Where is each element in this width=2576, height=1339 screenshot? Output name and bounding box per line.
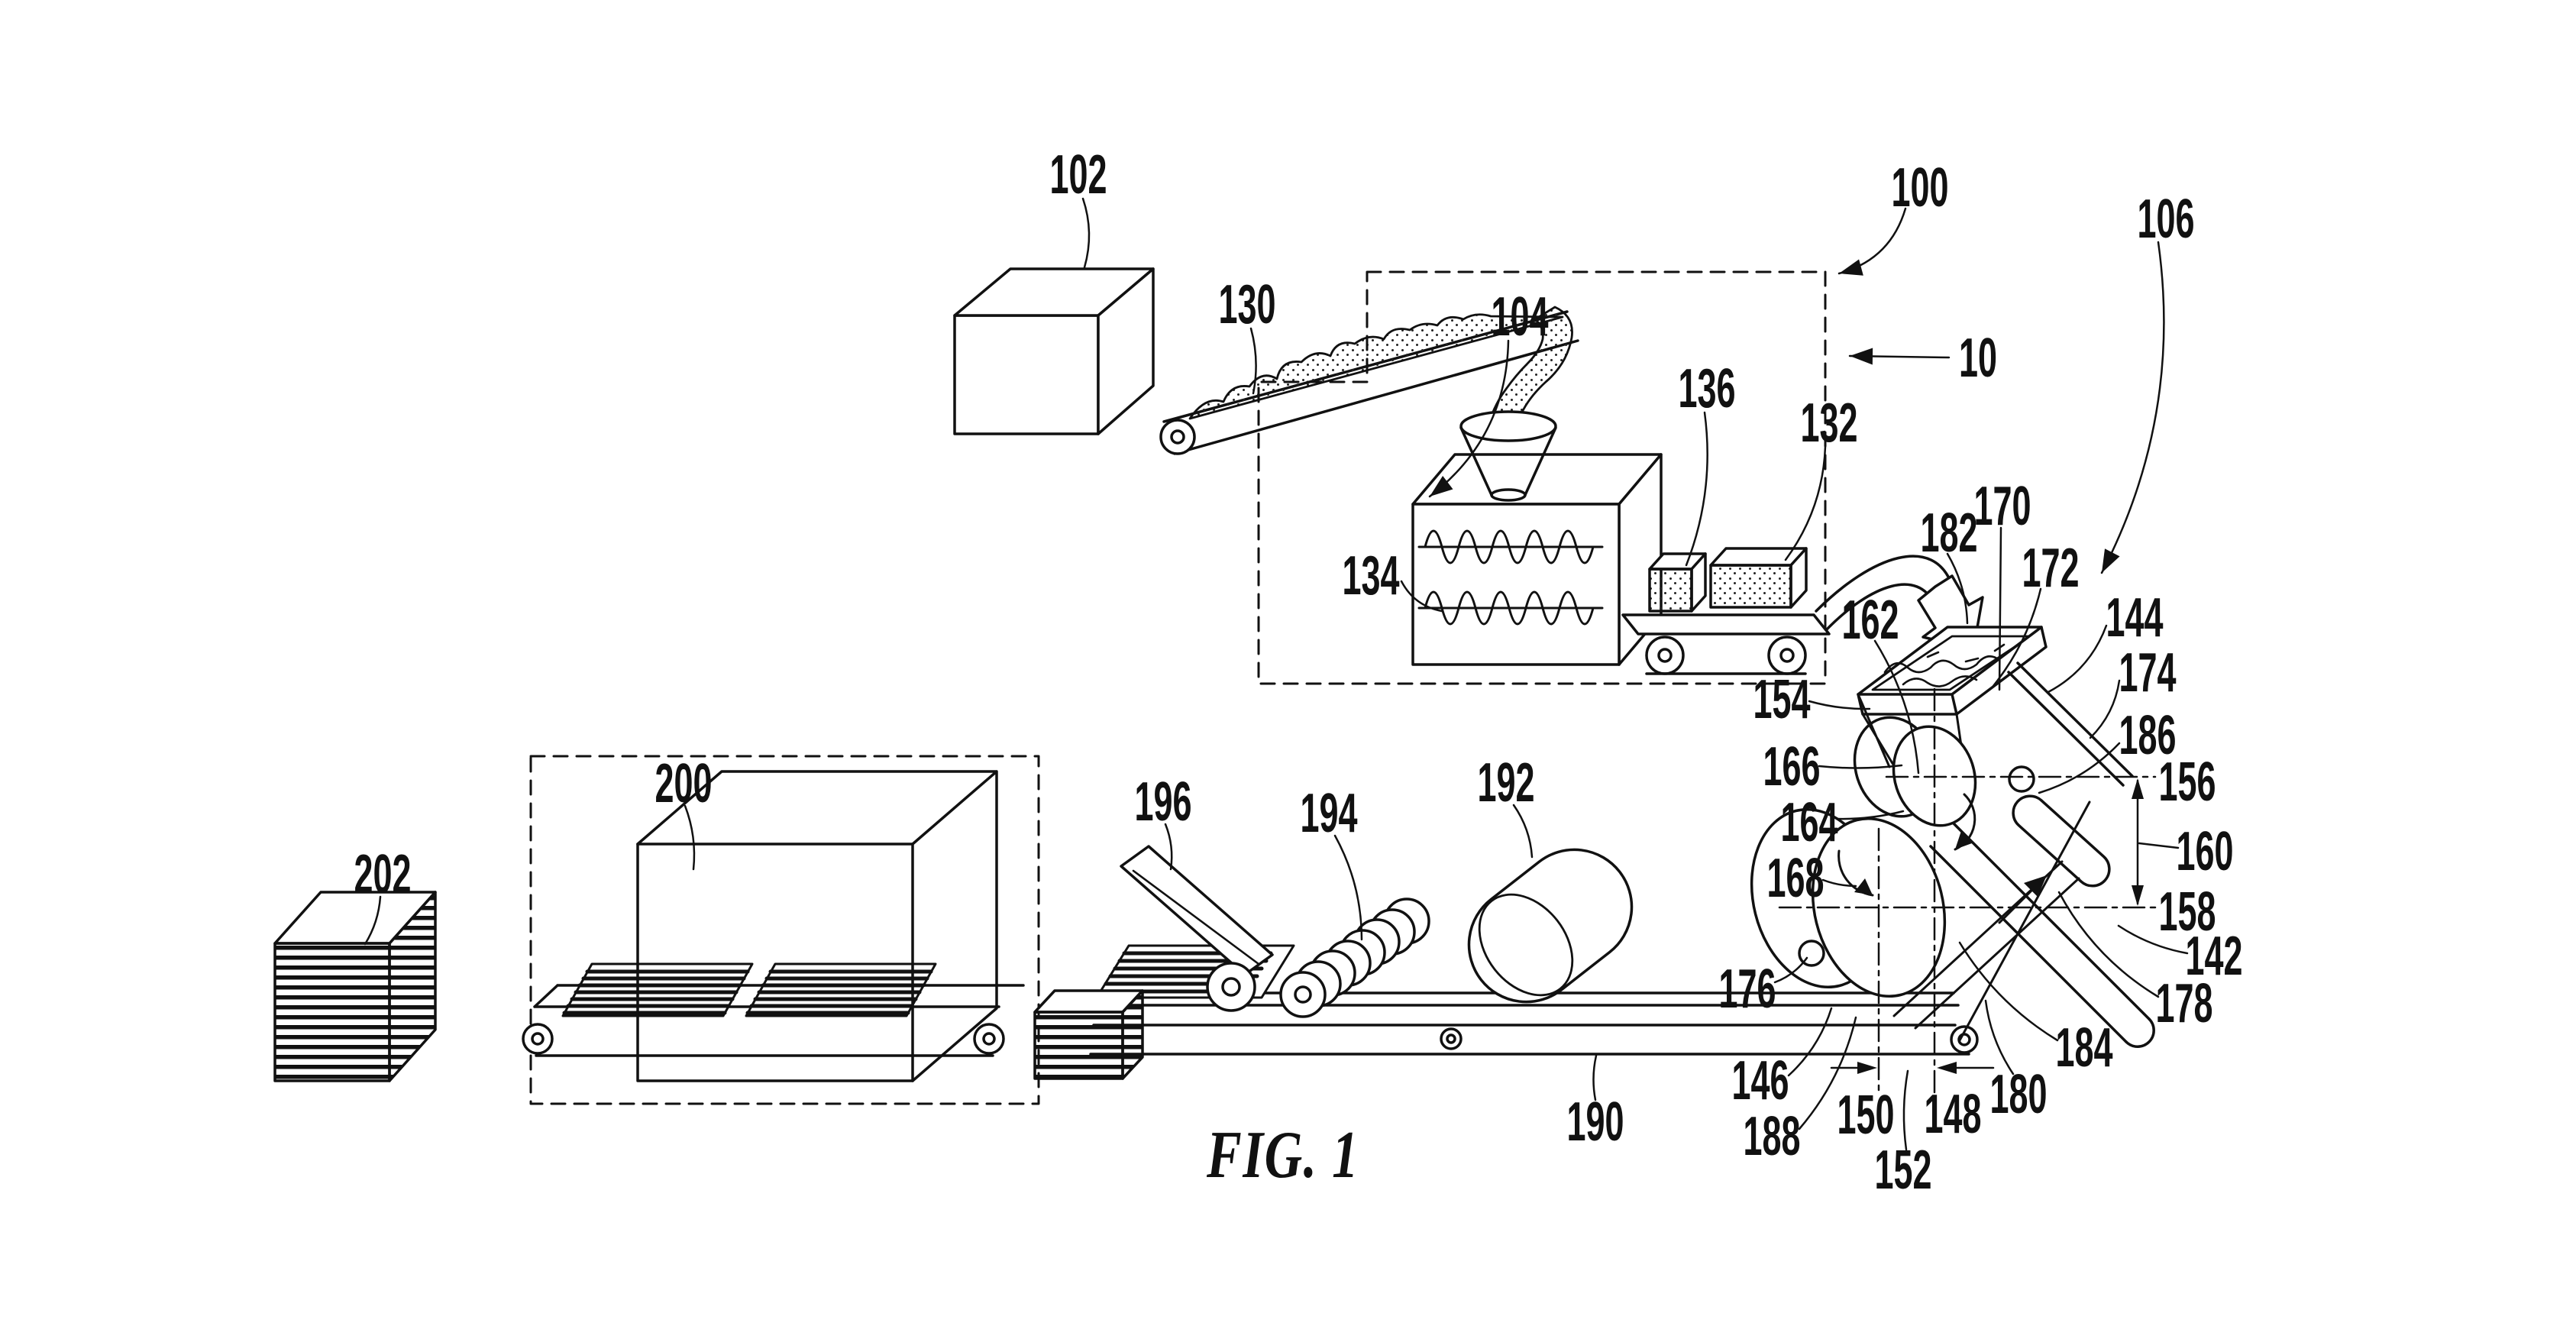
oven-box	[636, 770, 998, 1082]
auger-screws	[1417, 529, 1604, 626]
leader-184	[1958, 941, 2059, 1042]
leader-202	[364, 895, 382, 946]
ref-label-188: 188	[1744, 1106, 1801, 1167]
ref-label-102: 102	[1050, 144, 1107, 205]
ref-label-194: 194	[1301, 783, 1358, 844]
leader-104	[1428, 339, 1510, 498]
leader-178	[2057, 891, 2160, 998]
ref-label-174: 174	[2119, 642, 2177, 703]
ref-label-164: 164	[1781, 792, 1838, 853]
ref-label-130: 130	[1219, 274, 1276, 335]
ref-label-168: 168	[1767, 848, 1825, 909]
leader-146	[1787, 1007, 1833, 1077]
ref-label-132: 132	[1801, 393, 1858, 454]
ref-label-162: 162	[1842, 590, 1899, 651]
oven-module	[522, 755, 1040, 1105]
item-132	[1709, 547, 1808, 609]
leader-144	[2047, 624, 2108, 694]
leader-188	[1798, 1016, 1857, 1130]
ref-label-166: 166	[1763, 736, 1821, 797]
leader-102	[1081, 197, 1091, 269]
ref-label-158: 158	[2159, 881, 2216, 943]
sensor-platform	[1621, 547, 1831, 675]
leader-172	[1992, 587, 2042, 687]
ref-label-150: 150	[1837, 1085, 1895, 1146]
ref-label-100: 100	[1892, 157, 1949, 218]
leader-166	[1818, 764, 1903, 769]
ref-label-152: 152	[1875, 1140, 1932, 1201]
ref-label-190: 190	[1567, 1092, 1624, 1153]
ref-label-106: 106	[2138, 189, 2195, 250]
ref-label-202: 202	[354, 844, 412, 905]
leader-182	[1946, 552, 1969, 625]
ref-label-156: 156	[2159, 752, 2216, 813]
ref-label-186: 186	[2119, 705, 2177, 766]
ref-label-136: 136	[1679, 358, 1736, 419]
leader-192	[1512, 804, 1534, 859]
dashed-module-104	[1257, 270, 1984, 685]
scraper-blade-196	[1120, 845, 1274, 1012]
ref-label-134: 134	[1343, 545, 1400, 606]
ref-label-192: 192	[1478, 752, 1535, 813]
arrowhead-10	[1850, 348, 1873, 365]
leader-170	[1998, 526, 2002, 691]
ref-label-176: 176	[1719, 959, 1776, 1020]
leader-174	[2089, 679, 2121, 739]
mixer	[1411, 453, 1663, 666]
leader-196	[1164, 823, 1173, 871]
material-stream	[1188, 306, 1573, 438]
ref-label-200: 200	[655, 753, 713, 814]
ref-label-142: 142	[2186, 926, 2243, 987]
ref-label-144: 144	[2106, 587, 2164, 648]
leader-132	[1784, 445, 1827, 561]
leader-186	[2038, 742, 2121, 794]
ref-label-180: 180	[1990, 1064, 2048, 1125]
arrowhead-104	[1430, 476, 1453, 496]
leader-164	[1835, 810, 1905, 820]
ref-label-182: 182	[1921, 503, 1978, 564]
sheet-stack-small	[1033, 989, 1144, 1080]
sheet-stack-202	[273, 891, 437, 1082]
oven-tray	[561, 962, 937, 1017]
coil-roller-194	[1279, 898, 1430, 1018]
ref-label-196: 196	[1135, 771, 1192, 833]
leader-176	[1773, 956, 1808, 984]
ref-label-154: 154	[1753, 669, 1811, 730]
leader-190	[1592, 1054, 1598, 1101]
rotation-arrows	[1837, 793, 1976, 897]
ref-label-172: 172	[2022, 538, 2080, 599]
leader-106	[2100, 241, 2165, 574]
leader-200	[684, 804, 696, 871]
leader-136	[1685, 411, 1708, 567]
dimension-lines	[1778, 687, 2157, 1094]
leader-134	[1400, 580, 1443, 613]
leader-130	[1249, 327, 1257, 395]
arrowhead-100	[1839, 259, 1863, 276]
leader-152	[1902, 1069, 1909, 1151]
ref-label-178: 178	[2156, 973, 2213, 1034]
leader-142	[2117, 924, 2189, 955]
cylinder-192	[1467, 848, 1634, 1004]
ref-label-10: 10	[1959, 328, 1997, 389]
guide-assembly	[1892, 661, 2155, 1048]
ref-label-148: 148	[1925, 1084, 1982, 1145]
ref-label-184: 184	[2056, 1017, 2113, 1079]
infeed-conveyor	[1159, 306, 1579, 455]
ref-label-146: 146	[1732, 1050, 1789, 1111]
leader-194	[1333, 834, 1363, 941]
leader-168	[1821, 878, 1857, 888]
leader-154	[1808, 700, 1871, 710]
leader-160	[2138, 842, 2180, 849]
arrowhead-106	[2102, 548, 2120, 573]
leader-180	[1984, 999, 2015, 1075]
raw-material-box	[953, 267, 1155, 435]
item-136	[1648, 552, 1707, 613]
figure-caption: FIG. 1	[1207, 1118, 1360, 1192]
ref-label-170: 170	[1974, 476, 2031, 537]
ref-label-160: 160	[2177, 821, 2234, 882]
leader-162	[1873, 639, 1920, 775]
ref-label-104: 104	[1492, 286, 1549, 348]
